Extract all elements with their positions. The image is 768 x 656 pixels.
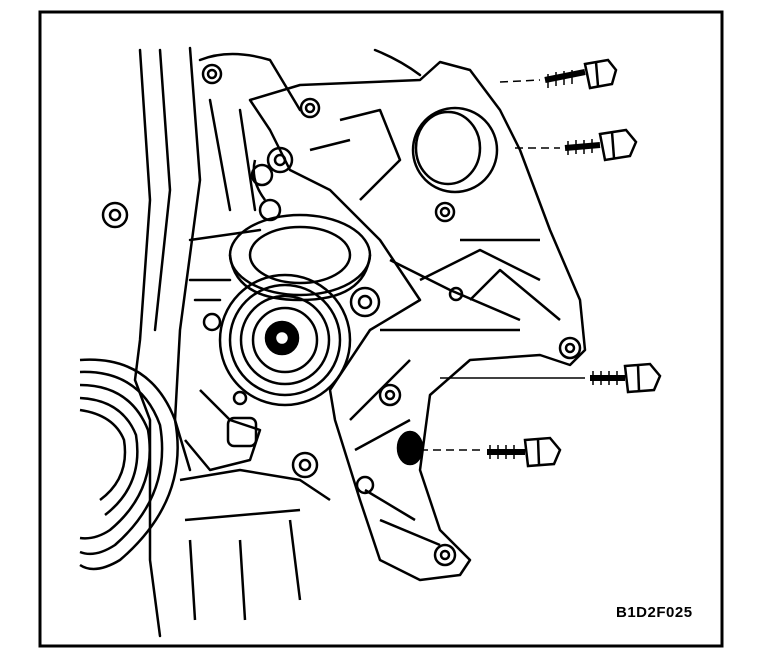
crank-pulley — [79, 358, 179, 571]
bolt-4 — [420, 436, 562, 468]
engine-block — [101, 46, 422, 638]
water-pump-pulley — [218, 273, 352, 407]
figure-id-label: B1D2F025 — [616, 604, 693, 621]
accessory-bracket — [179, 60, 587, 621]
bolt-1 — [499, 58, 618, 90]
diagram-border — [38, 10, 724, 648]
bolt-3 — [440, 362, 662, 394]
bolt-2 — [515, 128, 638, 162]
tensioner-pulley — [228, 159, 372, 302]
